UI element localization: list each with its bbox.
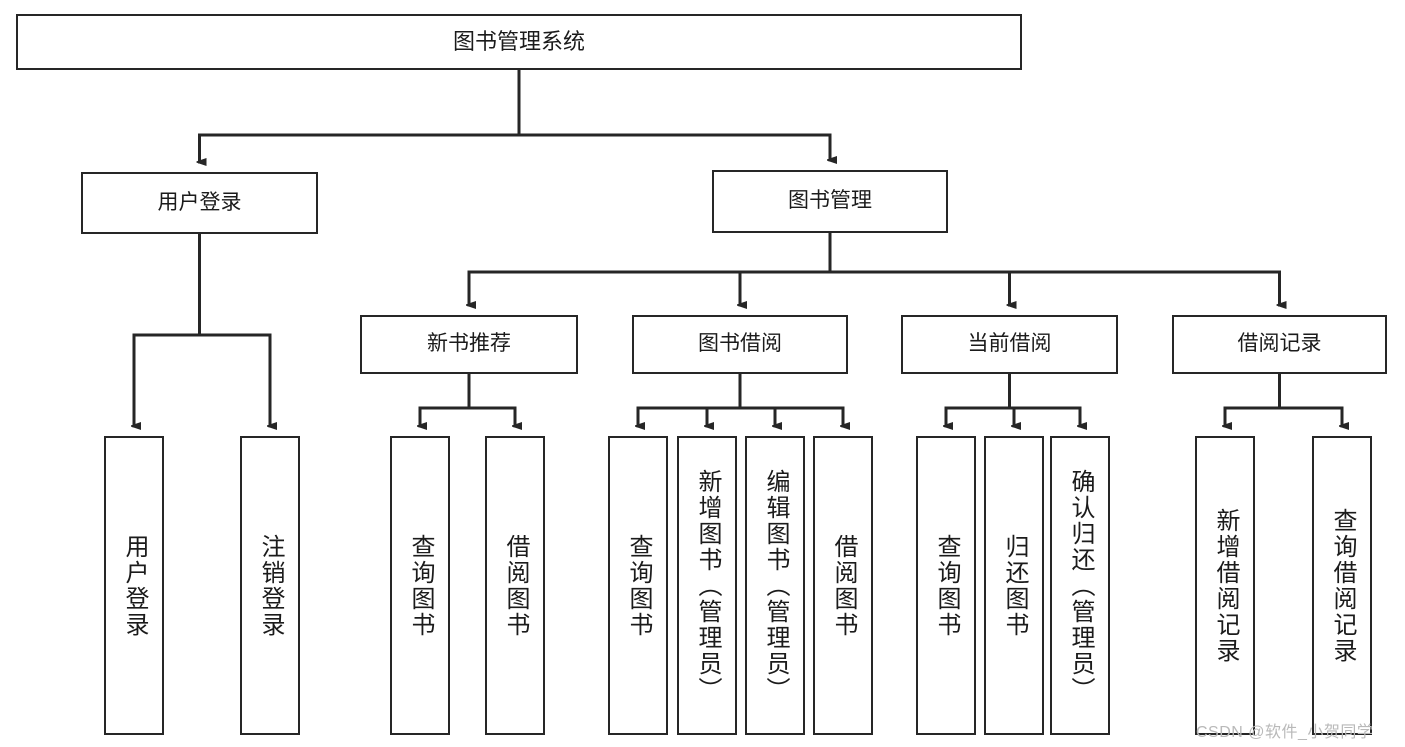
node-leaf-add-book-label: 新增图书（管理员）: [694, 468, 721, 703]
node-borrow-record-label: 借阅记录: [1237, 332, 1322, 356]
node-leaf-user-login[interactable]: 用户登录: [104, 436, 164, 735]
node-leaf-query-book-3[interactable]: 查询图书: [916, 436, 976, 735]
node-leaf-return-book[interactable]: 归还图书: [984, 436, 1044, 735]
node-leaf-add-record-label: 新增借阅记录: [1212, 507, 1239, 664]
node-leaf-query-record[interactable]: 查询借阅记录: [1312, 436, 1372, 735]
node-leaf-add-record[interactable]: 新增借阅记录: [1195, 436, 1255, 735]
node-book-manage-label: 图书管理: [788, 189, 872, 213]
node-root-system[interactable]: 图书管理系统: [16, 14, 1022, 70]
node-user-login[interactable]: 用户登录: [81, 172, 318, 234]
node-leaf-return-book-label: 归还图书: [1001, 533, 1028, 638]
node-book-manage[interactable]: 图书管理: [712, 170, 948, 233]
node-root-system-label: 图书管理系统: [452, 29, 585, 55]
node-leaf-confirm-return-label: 确认归还（管理员）: [1067, 468, 1094, 703]
node-leaf-add-book[interactable]: 新增图书（管理员）: [677, 436, 737, 735]
node-book-borrow-label: 图书借阅: [698, 332, 782, 356]
node-leaf-edit-book[interactable]: 编辑图书（管理员）: [745, 436, 805, 735]
node-leaf-query-book-1-label: 查询图书: [407, 533, 434, 638]
node-book-borrow[interactable]: 图书借阅: [632, 315, 848, 374]
node-leaf-query-book-3-label: 查询图书: [933, 533, 960, 638]
node-current-borrow[interactable]: 当前借阅: [901, 315, 1118, 374]
node-leaf-query-book-2-label: 查询图书: [625, 533, 652, 638]
node-leaf-borrow-book-1-label: 借阅图书: [502, 533, 529, 638]
node-leaf-confirm-return[interactable]: 确认归还（管理员）: [1050, 436, 1110, 735]
node-leaf-borrow-book-2[interactable]: 借阅图书: [813, 436, 873, 735]
node-leaf-borrow-book-2-label: 借阅图书: [830, 533, 857, 638]
node-new-book-recommend-label: 新书推荐: [427, 332, 511, 356]
node-new-book-recommend[interactable]: 新书推荐: [360, 315, 578, 374]
node-leaf-user-login-label: 用户登录: [121, 533, 148, 638]
node-leaf-query-book-1[interactable]: 查询图书: [390, 436, 450, 735]
node-leaf-query-book-2[interactable]: 查询图书: [608, 436, 668, 735]
node-leaf-borrow-book-1[interactable]: 借阅图书: [485, 436, 545, 735]
csdn-watermark: CSDN @软件_小贺同学: [1196, 724, 1374, 741]
node-leaf-logout[interactable]: 注销登录: [240, 436, 300, 735]
node-current-borrow-label: 当前借阅: [967, 332, 1052, 356]
node-leaf-edit-book-label: 编辑图书（管理员）: [762, 468, 789, 703]
node-borrow-record[interactable]: 借阅记录: [1172, 315, 1387, 374]
node-leaf-logout-label: 注销登录: [257, 533, 284, 638]
node-leaf-query-record-label: 查询借阅记录: [1329, 507, 1356, 664]
node-user-login-label: 用户登录: [157, 190, 242, 214]
